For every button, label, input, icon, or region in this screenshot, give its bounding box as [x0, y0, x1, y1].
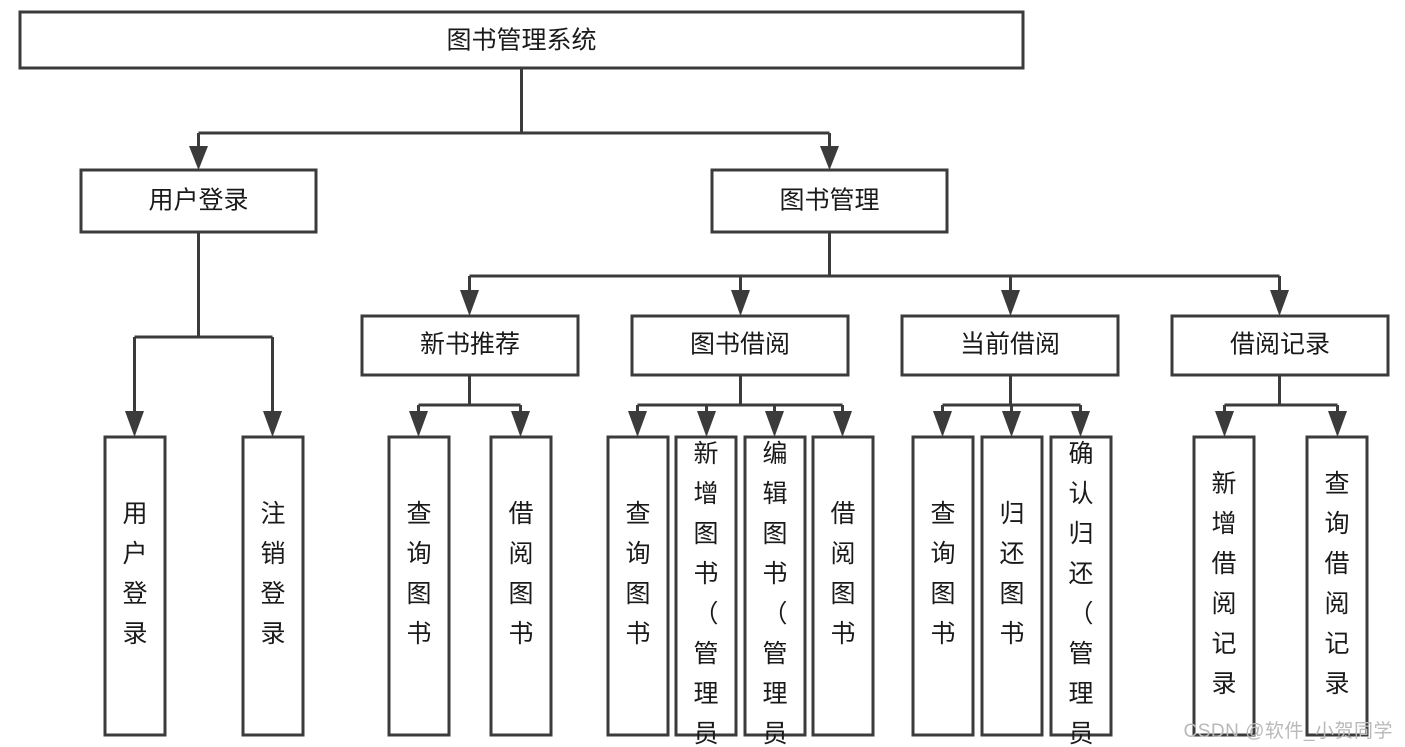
- node-leaf-query-book-2-box[interactable]: [606, 435, 670, 737]
- arrow-bookmanage-borrow-record: [1270, 290, 1289, 316]
- edge-group-root: [189, 68, 839, 170]
- node-leaf-return-book-box[interactable]: [980, 435, 1044, 737]
- arrow-borrowrecord-leaf-2: [1328, 411, 1347, 437]
- edge-group-book-manage: [460, 232, 1289, 316]
- node-leaf-query-record-label: 查询借阅记录: [1324, 470, 1349, 698]
- node-leaf-query-book-3[interactable]: 查询图书: [911, 435, 975, 737]
- node-book-manage-box[interactable]: [710, 168, 949, 234]
- node-leaf-add-book-box[interactable]: [674, 435, 738, 737]
- node-leaf-add-book-label: 新增图书（管理员）: [693, 440, 718, 747]
- arrow-currentborrow-leaf-2: [1002, 411, 1021, 437]
- arrow-currentborrow-leaf-1: [933, 411, 952, 437]
- arrow-bookmanage-book-borrow: [731, 290, 750, 316]
- node-leaf-edit-book-box[interactable]: [743, 435, 807, 737]
- node-borrow-record[interactable]: 借阅记录: [1170, 314, 1390, 377]
- edge-group-current-borrow: [933, 375, 1090, 437]
- node-root[interactable]: 图书管理系统: [18, 10, 1025, 70]
- node-leaf-query-book-1[interactable]: 查询图书: [387, 435, 451, 737]
- node-book-manage-label: 图书管理: [779, 187, 879, 215]
- arrow-userlogin-leaf-1: [125, 411, 144, 437]
- node-current-borrow-label: 当前借阅: [960, 331, 1060, 359]
- node-leaf-logout-login[interactable]: 注销登录: [241, 435, 305, 737]
- node-leaf-user-login-box[interactable]: [103, 435, 167, 737]
- node-new-book-rec-label: 新书推荐: [420, 331, 520, 359]
- node-book-borrow-label: 图书借阅: [690, 331, 790, 359]
- node-borrow-record-box[interactable]: [1170, 314, 1390, 377]
- node-leaf-confirm-return-box[interactable]: [1049, 435, 1113, 737]
- node-leaf-edit-book-label: 编辑图书（管理员）: [762, 440, 787, 747]
- node-leaf-confirm-return-label: 确认归还（管理员）: [1068, 440, 1093, 747]
- node-leaf-query-book-1-box[interactable]: [387, 435, 451, 737]
- arrow-root-to-user-login: [189, 146, 208, 170]
- node-new-book-rec[interactable]: 新书推荐: [360, 314, 580, 377]
- arrow-userlogin-leaf-2: [263, 411, 282, 437]
- edge-group-user-login: [125, 232, 282, 437]
- arrow-currentborrow-leaf-3: [1071, 411, 1090, 437]
- node-user-login[interactable]: 用户登录: [79, 168, 318, 234]
- node-leaf-logout-login-label: 注销登录: [260, 500, 285, 648]
- arrow-newbookrec-leaf-2: [511, 411, 530, 437]
- arrow-root-to-book-manage: [820, 146, 839, 170]
- node-leaf-borrow-book-2[interactable]: 借阅图书: [811, 435, 875, 737]
- edge-group-new-book-rec: [409, 375, 530, 437]
- node-leaf-confirm-return[interactable]: 确认归还（管理员）: [1049, 435, 1113, 747]
- arrow-bookmanage-new-book-rec: [460, 290, 479, 316]
- edge-group-borrow-record: [1215, 375, 1347, 437]
- node-leaf-borrow-book-1[interactable]: 借阅图书: [489, 435, 553, 737]
- arrow-bookborrow-leaf-1: [628, 411, 647, 437]
- node-root-box[interactable]: [18, 10, 1025, 70]
- node-borrow-record-label: 借阅记录: [1230, 331, 1330, 359]
- csdn-watermark: CSDN @软件_小贺同学: [1183, 721, 1393, 742]
- node-leaf-query-book-2-label: 查询图书: [625, 500, 650, 648]
- node-leaf-user-login-label: 用户登录: [122, 500, 147, 648]
- node-leaf-add-record[interactable]: 新增借阅记录: [1192, 435, 1256, 737]
- node-leaf-add-record-label: 新增借阅记录: [1211, 470, 1236, 698]
- node-leaf-query-book-1-label: 查询图书: [406, 500, 431, 648]
- arrow-bookborrow-leaf-2: [697, 411, 716, 437]
- node-book-manage[interactable]: 图书管理: [710, 168, 949, 234]
- arrow-bookmanage-current-borrow: [1001, 290, 1020, 316]
- node-leaf-return-book[interactable]: 归还图书: [980, 435, 1044, 737]
- node-leaf-query-book-3-label: 查询图书: [930, 500, 955, 648]
- arrow-newbookrec-leaf-1: [409, 411, 428, 437]
- node-leaf-query-book-3-box[interactable]: [911, 435, 975, 737]
- edge-group-book-borrow: [628, 375, 852, 437]
- node-leaf-borrow-book-1-label: 借阅图书: [508, 500, 533, 648]
- node-new-book-rec-box[interactable]: [360, 314, 580, 377]
- node-leaf-edit-book[interactable]: 编辑图书（管理员）: [743, 435, 807, 747]
- node-leaf-add-book[interactable]: 新增图书（管理员）: [674, 435, 738, 747]
- node-book-borrow[interactable]: 图书借阅: [630, 314, 850, 377]
- node-leaf-borrow-book-2-box[interactable]: [811, 435, 875, 737]
- arrow-borrowrecord-leaf-1: [1215, 411, 1234, 437]
- node-leaf-borrow-book-2-label: 借阅图书: [830, 500, 855, 648]
- node-leaf-user-login[interactable]: 用户登录: [103, 435, 167, 737]
- node-user-login-label: 用户登录: [148, 187, 248, 215]
- node-current-borrow-box[interactable]: [900, 314, 1120, 377]
- node-leaf-borrow-book-1-box[interactable]: [489, 435, 553, 737]
- arrow-bookborrow-leaf-4: [833, 411, 852, 437]
- node-leaf-query-record[interactable]: 查询借阅记录: [1305, 435, 1369, 737]
- node-leaf-return-book-label: 归还图书: [999, 500, 1024, 648]
- node-leaf-query-record-box[interactable]: [1305, 435, 1369, 737]
- node-root-label: 图书管理系统: [446, 27, 596, 55]
- node-leaf-logout-login-box[interactable]: [241, 435, 305, 737]
- node-current-borrow[interactable]: 当前借阅: [900, 314, 1120, 377]
- node-book-borrow-box[interactable]: [630, 314, 850, 377]
- node-leaf-add-record-box[interactable]: [1192, 435, 1256, 737]
- node-leaf-query-book-2[interactable]: 查询图书: [606, 435, 670, 737]
- node-user-login-box[interactable]: [79, 168, 318, 234]
- arrow-bookborrow-leaf-3: [765, 411, 784, 437]
